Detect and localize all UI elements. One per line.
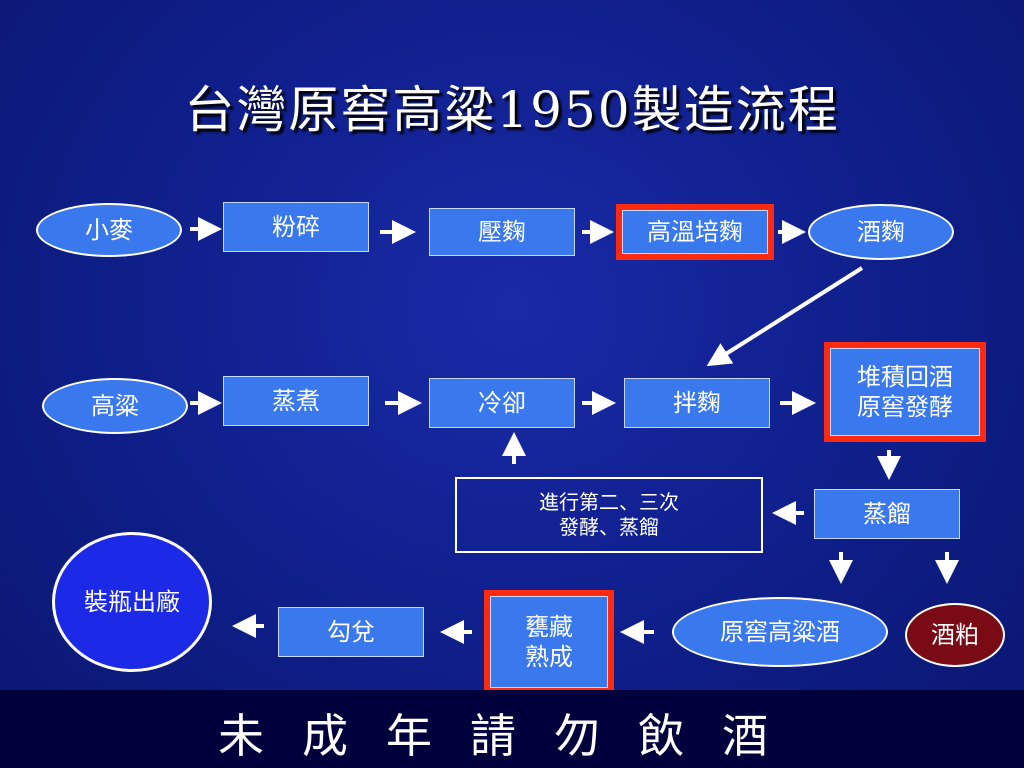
node-cool: 冷卻 bbox=[429, 378, 575, 428]
node-distill-label: 蒸餾 bbox=[863, 500, 911, 528]
node-crush-label: 粉碎 bbox=[272, 213, 320, 241]
node-stack-line2: 原窖發酵 bbox=[857, 393, 953, 421]
arrow-winekoji-mix bbox=[706, 266, 864, 367]
node-mix-koji-label: 拌麴 bbox=[673, 389, 721, 417]
node-bottle: 裝瓶出廠 bbox=[52, 532, 212, 672]
node-aging: 甕藏 熟成 bbox=[484, 590, 614, 694]
node-high-temp-koji: 高溫培麴 bbox=[616, 204, 774, 260]
node-stack-ferment: 堆積回酒 原窖發酵 bbox=[824, 342, 986, 442]
node-steam-cook-label: 蒸煮 bbox=[272, 387, 320, 415]
node-press-koji-label: 壓麴 bbox=[478, 218, 526, 246]
node-sorghum-label: 高粱 bbox=[91, 392, 139, 420]
footer-warning: 未成年請勿飲酒 bbox=[218, 709, 806, 763]
node-lees: 酒粕 bbox=[905, 603, 1005, 667]
node-raw-liquor-label: 原窖高粱酒 bbox=[720, 618, 840, 646]
node-distill: 蒸餾 bbox=[814, 489, 960, 539]
node-repeat-line2: 發酵、蒸餾 bbox=[559, 515, 659, 539]
node-blend: 勾兌 bbox=[278, 607, 424, 657]
node-cool-label: 冷卻 bbox=[478, 389, 526, 417]
node-repeat-line1: 進行第二、三次 bbox=[539, 490, 679, 514]
node-stack-line1: 堆積回酒 bbox=[857, 363, 953, 391]
node-wine-koji: 酒麴 bbox=[808, 204, 954, 260]
node-raw-liquor: 原窖高粱酒 bbox=[672, 597, 888, 667]
node-wine-koji-label: 酒麴 bbox=[857, 218, 905, 246]
footer-bar bbox=[0, 690, 1024, 768]
node-high-temp-koji-label: 高溫培麴 bbox=[647, 218, 743, 246]
node-blend-label: 勾兌 bbox=[327, 618, 375, 646]
node-repeat-ferment: 進行第二、三次 發酵、蒸餾 bbox=[455, 477, 763, 553]
node-lees-label: 酒粕 bbox=[931, 621, 979, 649]
node-wheat: 小麥 bbox=[36, 203, 182, 257]
node-sorghum: 高粱 bbox=[42, 378, 188, 434]
node-press-koji: 壓麴 bbox=[429, 208, 575, 256]
node-crush: 粉碎 bbox=[223, 202, 369, 252]
node-aging-line2: 熟成 bbox=[525, 643, 573, 671]
node-steam-cook: 蒸煮 bbox=[223, 376, 369, 426]
node-wheat-label: 小麥 bbox=[85, 216, 133, 244]
node-mix-koji: 拌麴 bbox=[624, 378, 770, 428]
page-title: 台灣原窖高粱1950製造流程 bbox=[184, 81, 840, 139]
node-bottle-label: 裝瓶出廠 bbox=[84, 588, 180, 616]
node-aging-line1: 甕藏 bbox=[525, 613, 573, 641]
